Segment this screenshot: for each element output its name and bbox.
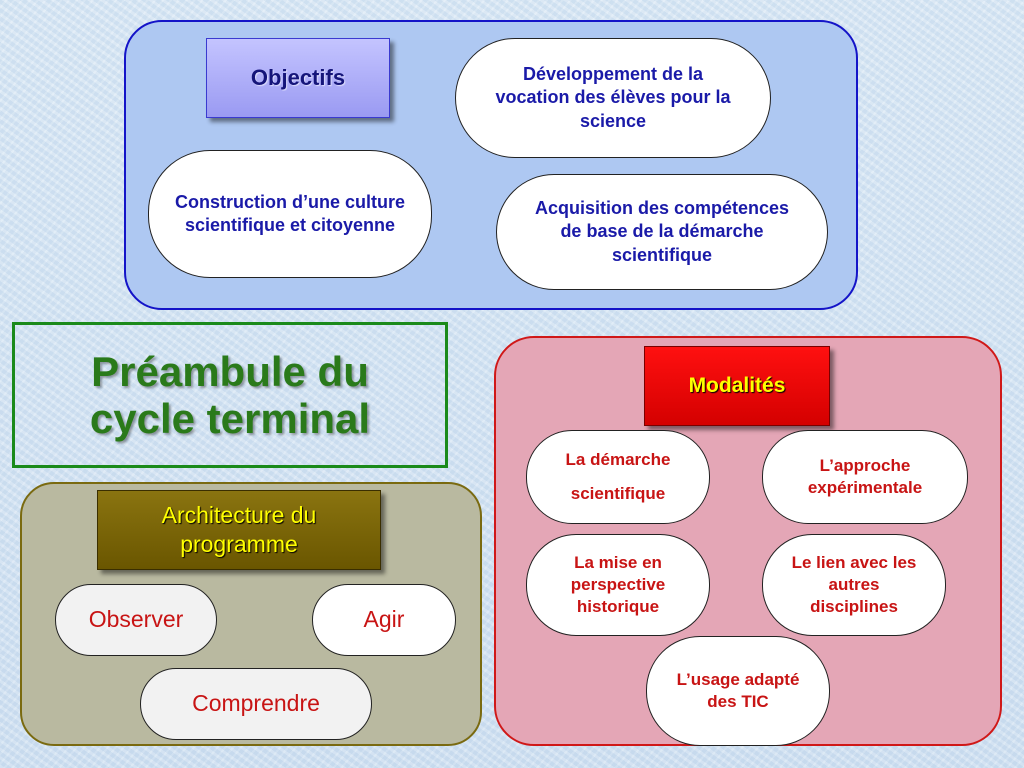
objective-culture: Construction d’une culture scientifique … (148, 150, 432, 278)
modalites-label: Modalités (644, 346, 830, 426)
preamble-box: Préambule du cycle terminal (12, 322, 448, 468)
modalite-demarche: La démarche scientifique (526, 430, 710, 524)
preamble-title: Préambule du cycle terminal (89, 347, 371, 442)
architecture-label: Architecture du programme (97, 490, 381, 570)
modalite-approche: L’approche expérimentale (762, 430, 968, 524)
modalite-tic: L’usage adapté des TIC (646, 636, 830, 746)
objective-vocation: Développement de la vocation des élèves … (455, 38, 771, 158)
objective-competences: Acquisition des compétences de base de l… (496, 174, 828, 290)
modalite-lien: Le lien avec les autres disciplines (762, 534, 946, 636)
architecture-item-comprendre: Comprendre (140, 668, 372, 740)
objectives-label: Objectifs (206, 38, 390, 118)
modalite-perspective: La mise en perspective historique (526, 534, 710, 636)
architecture-item-observer: Observer (55, 584, 217, 656)
architecture-item-agir: Agir (312, 584, 456, 656)
